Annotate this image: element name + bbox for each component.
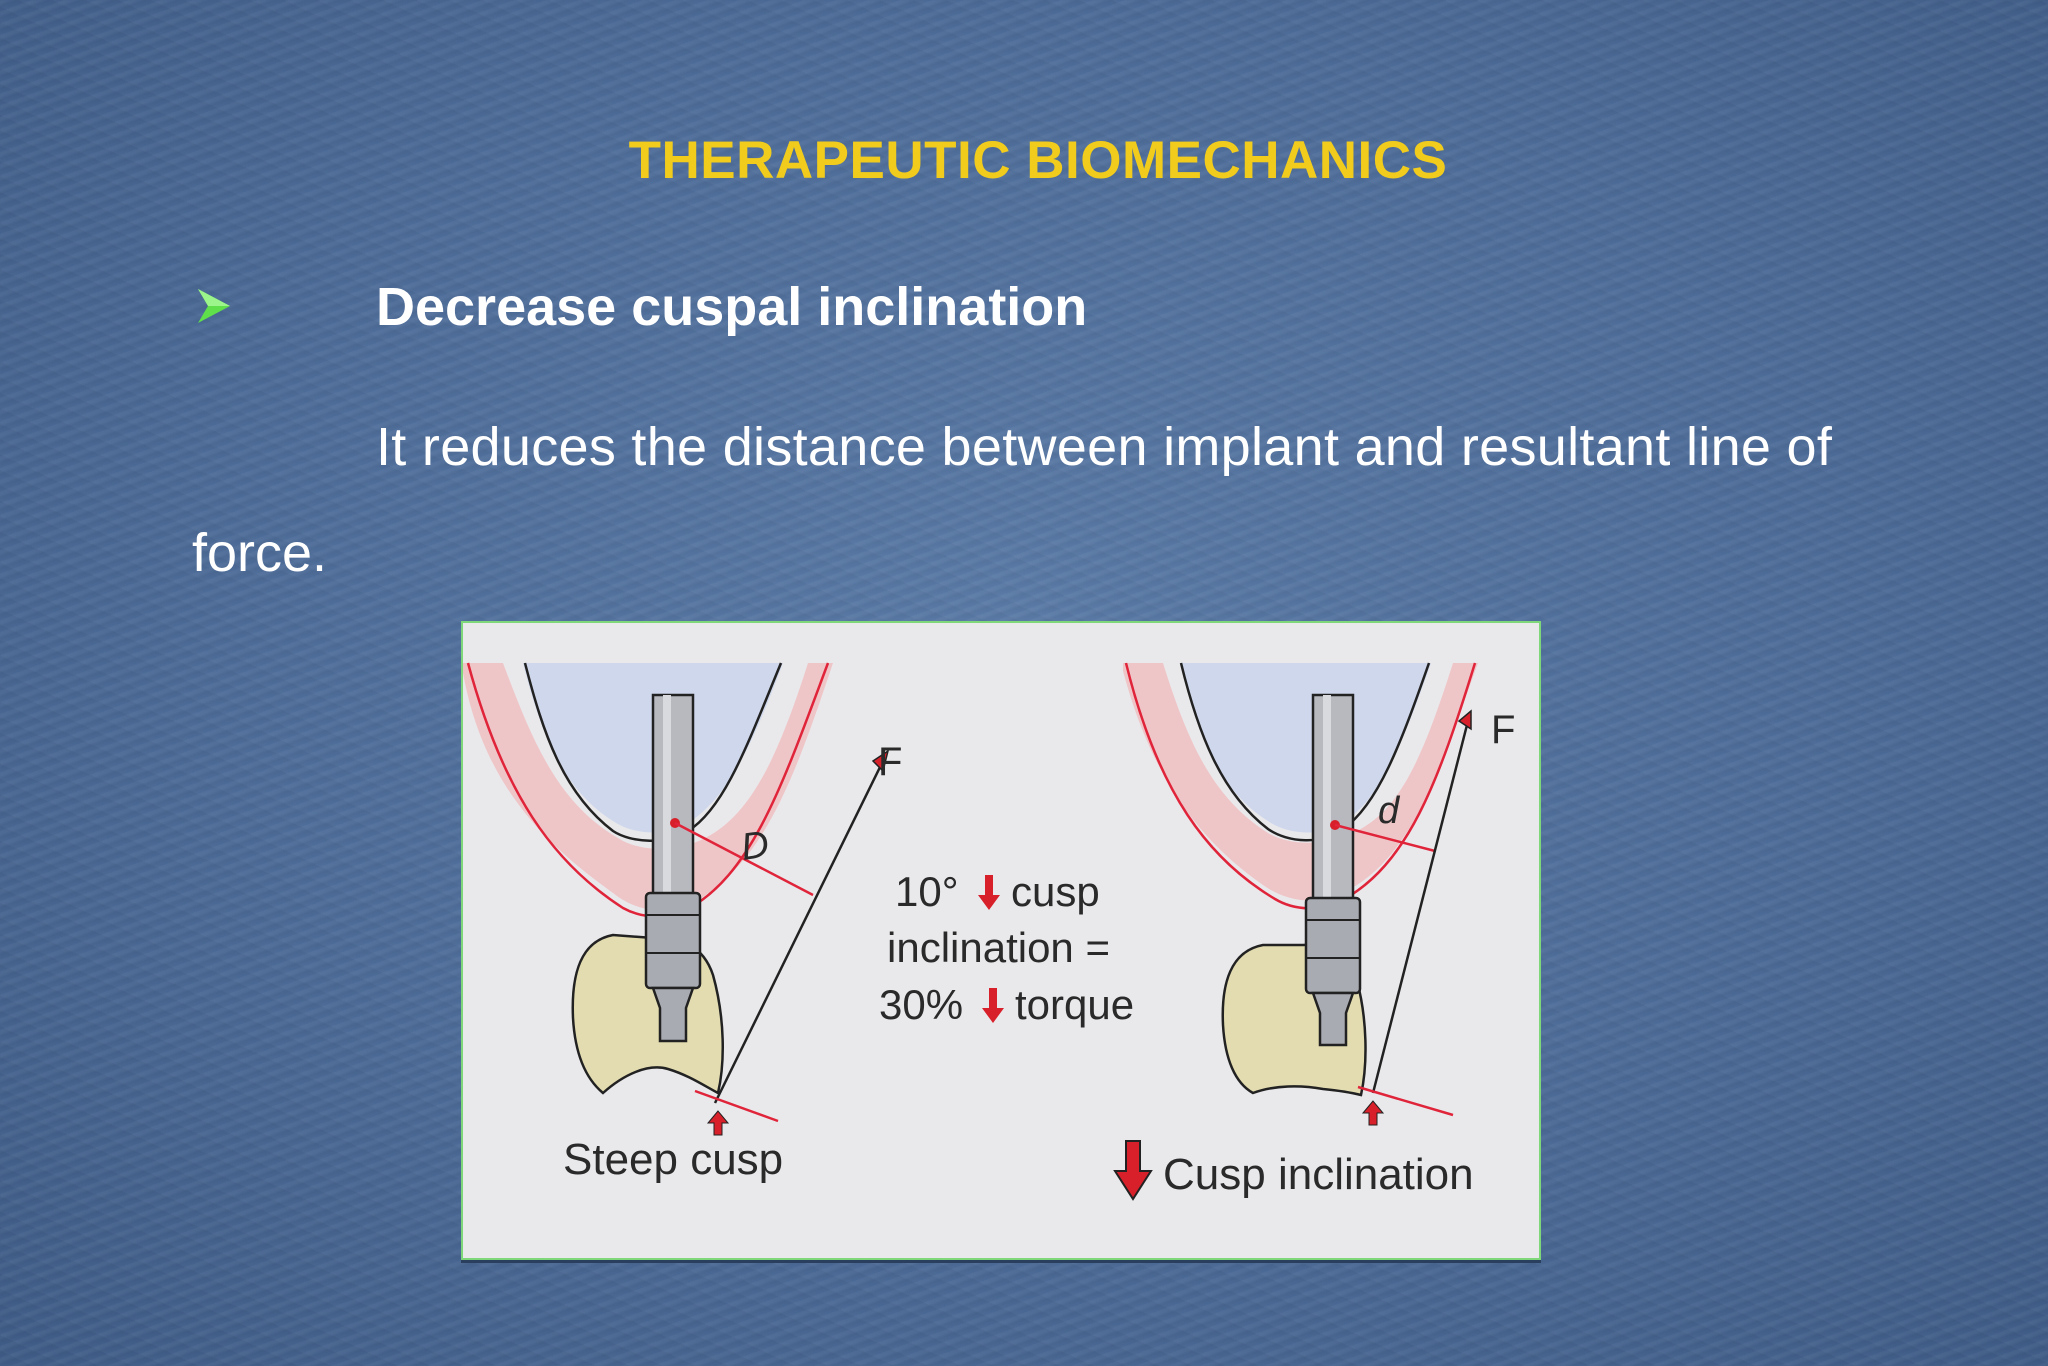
center-line-3a: 30% [879,981,963,1028]
right-force-line [1371,720,1470,1094]
center-line-3b: torque [1015,981,1134,1028]
left-force-label: F [878,740,902,784]
cusp-inclination-diagram: F D F d 10° [463,662,1515,1201]
bullet-text: Decrease cuspal inclination [376,277,1088,337]
left-bone-line [523,662,783,842]
right-gingiva [1123,663,1478,901]
center-line-1b: cusp [1011,868,1100,915]
body-text-line-1: It reduces the distance between implant … [376,417,1833,477]
left-force-line [713,760,885,1104]
cusp-inclination-figure: F D F d 10° [461,621,1541,1260]
down-arrow-icon [982,988,1004,1023]
left-abutment [644,891,702,990]
left-implant-post [651,693,695,907]
left-implant-diagram: F D [463,662,902,1136]
left-distance-line [674,821,814,897]
right-distance-label: d [1378,790,1401,832]
right-implant-diagram: F d [1123,662,1515,1126]
left-gingiva [463,663,833,911]
down-arrow-icon [978,875,1000,910]
left-distance-label: D [739,823,772,868]
right-occlusal-arrow-icon [1361,1100,1385,1126]
right-caption: Cusp inclination [1163,1150,1474,1199]
center-line-1a: 10° [895,868,959,915]
right-bone-line [1179,662,1431,842]
right-force-arrowhead [1457,709,1472,731]
green-arrowhead-icon [198,289,230,323]
left-occlusal-arrow-icon [706,1110,730,1136]
center-annotation: 10° cusp inclination = 30% torque [879,868,1134,1028]
big-down-arrow-icon [1113,1140,1153,1201]
right-abutment [1304,896,1362,995]
right-force-label: F [1491,708,1515,752]
center-line-2: inclination = [887,924,1110,971]
left-caption: Steep cusp [563,1135,783,1184]
right-bone [1181,663,1431,833]
body-text-line-2: force. [192,523,328,583]
right-implant-post [1311,693,1355,907]
right-distance-line [1334,823,1436,853]
right-gingiva-line [1124,662,1477,910]
left-force-arrowhead [871,749,890,773]
slide-title: THERAPEUTIC BIOMECHANICS [628,131,1448,190]
